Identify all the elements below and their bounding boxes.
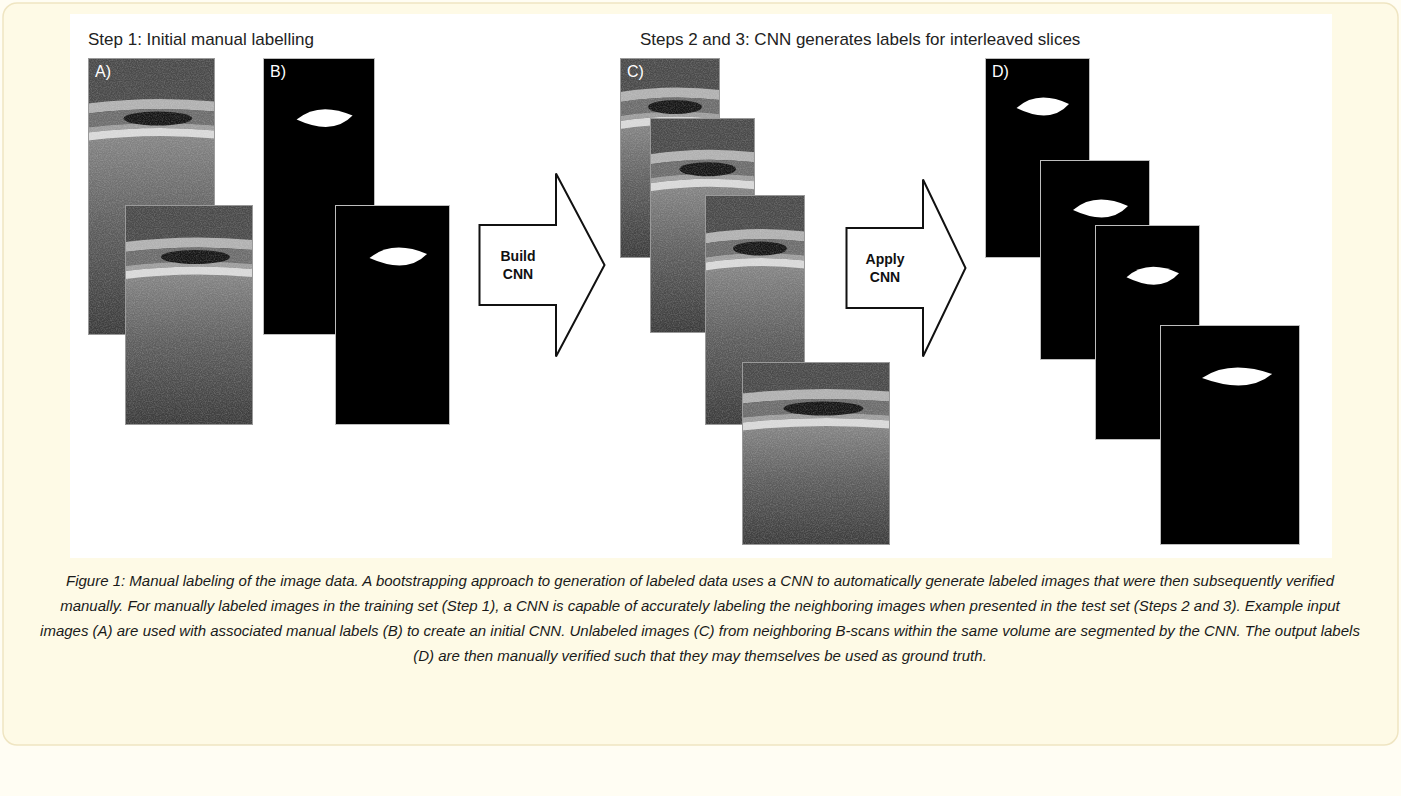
panel-letter: D) bbox=[992, 63, 1009, 81]
arrow-label: Apply CNN bbox=[853, 250, 917, 286]
panel-letter: A) bbox=[95, 63, 111, 81]
block-arrow: Apply CNN bbox=[845, 178, 967, 358]
image-panel: A) bbox=[88, 58, 215, 335]
label-mask bbox=[335, 205, 450, 425]
arrow-outline bbox=[845, 178, 967, 358]
arrow-label: Build CNN bbox=[486, 247, 550, 283]
figure-caption: Figure 1: Manual labeling of the image d… bbox=[40, 568, 1360, 668]
figure-ground bbox=[70, 14, 1332, 558]
image-panel: B) bbox=[263, 58, 375, 335]
scan-stack bbox=[88, 58, 1300, 545]
panel-letter: C) bbox=[627, 63, 644, 81]
step-heading: Step 1: Initial manual labelling bbox=[88, 30, 314, 50]
image-panel: D) bbox=[985, 58, 1090, 258]
label-mask bbox=[1160, 325, 1300, 545]
block-arrow: Build CNN bbox=[478, 172, 606, 358]
panel-letter: B) bbox=[270, 63, 286, 81]
oct-scan bbox=[125, 205, 253, 425]
step-heading: Steps 2 and 3: CNN generates labels for … bbox=[640, 30, 1080, 50]
image-panel: C) bbox=[620, 58, 720, 258]
arrow-outline bbox=[478, 172, 606, 358]
page-panel bbox=[3, 3, 1398, 745]
oct-scan bbox=[742, 362, 890, 545]
